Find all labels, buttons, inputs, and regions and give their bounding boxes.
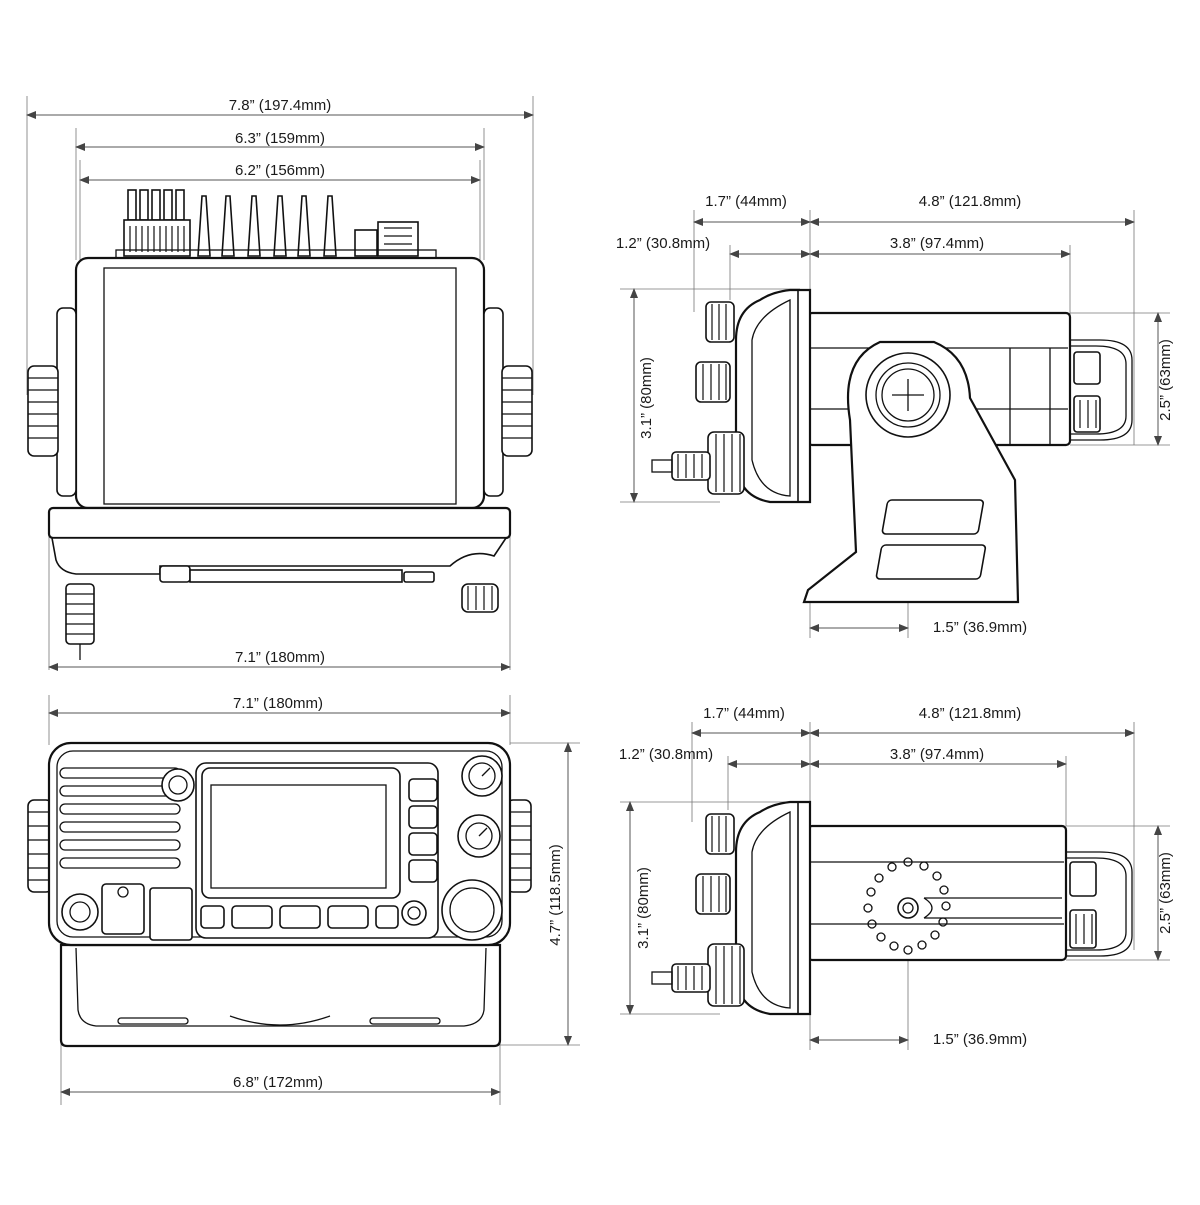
lcd-screen [201,767,401,899]
dim-side1-front-depth: 1.2” (30.8mm) [616,235,710,252]
dim-side2-total-depth: 4.8” (121.8mm) [919,705,1022,722]
dim-side2-bracket-offset: 1.5” (36.9mm) [933,1031,1027,1048]
dim-front-width: 7.1” (180mm) [233,695,323,712]
dim-side2-knob-depth: 1.7” (44mm) [703,705,785,722]
side-view-flush: 1.7” (44mm) 4.8” (121.8mm) 1.2” (30.8mm)… [619,705,1174,1050]
power-knob [61,893,99,931]
dim-side1-body-depth: 3.8” (97.4mm) [890,235,984,252]
dim-front-height: 4.7” (118.5mm) [547,844,564,945]
dim-front-bracket-width: 6.8” (172mm) [233,1074,323,1091]
front-view: 7.1” (180mm) 4.7” (118.5mm) 6.8” (172mm) [27,695,580,1105]
bracket-top [47,506,512,660]
mic-jack [161,768,195,802]
dim-top-overall-width: 7.8” (197.4mm) [229,97,332,114]
dim-side1-total-depth: 4.8” (121.8mm) [919,193,1022,210]
dim-top-bracket-width: 7.1” (180mm) [235,649,325,666]
rear-connectors [115,189,437,259]
dim-side2-front-depth: 1.2” (30.8mm) [619,746,713,763]
dim-top-inner-width: 6.2” (156mm) [235,162,325,179]
dim-top-body-width: 6.3” (159mm) [235,130,325,147]
dim-side1-bracket-offset: 1.5” (36.9mm) [933,619,1027,636]
dim-side2-body-depth: 3.8” (97.4mm) [890,746,984,763]
speaker-grille [59,767,181,869]
bracket-front [59,943,502,1048]
dim-side1-front-height: 3.1” (80mm) [638,357,655,439]
side-knobs-top [27,307,533,497]
side-view-bracket: 1.7” (44mm) 4.8” (121.8mm) 1.2” (30.8mm)… [616,193,1174,638]
top-view: 7.8” (197.4mm) 6.3” (159mm) 6.2” (156mm)… [26,96,534,671]
housing-top [74,256,486,510]
dim-side2-rear-height: 2.5” (63mm) [1157,852,1174,934]
dim-side2-front-height: 3.1” (80mm) [635,867,652,949]
dim-side1-knob-depth: 1.7” (44mm) [705,193,787,210]
dim-side1-rear-height: 2.5” (63mm) [1157,339,1174,421]
